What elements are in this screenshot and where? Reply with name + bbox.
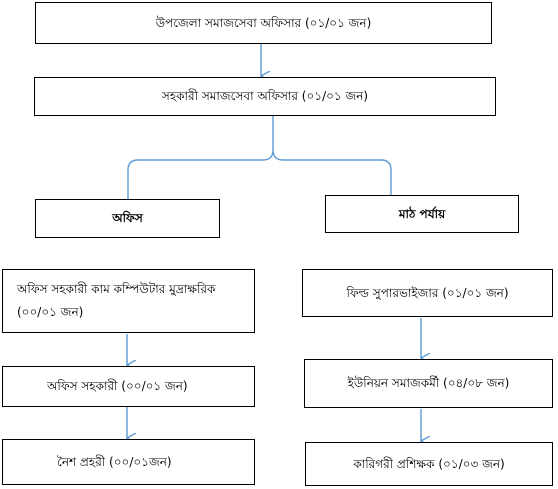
union-social-worker-label: ইউনিয়ন সমাজকর্মী (০৪/০৮ জন)	[347, 376, 510, 391]
branch-connector	[127, 116, 392, 200]
office-box: অফিস	[35, 199, 220, 238]
assistant-officer-box: সহকারী সমাজসেবা অফিসার (০১/০১ জন)	[34, 77, 496, 116]
office-assistant-box: অফিস সহকারী (০০/০১ জন)	[2, 366, 255, 407]
office-assistant-computer-box: অফিস সহকারী কাম কম্পিউটার মুদ্রাক্ষরিক (…	[2, 269, 255, 333]
upazila-officer-label: উপজেলা সমাজসেবা অফিসার (০১/০১ জন)	[155, 15, 372, 30]
field-level-box: মাঠ পর্যায়	[325, 195, 519, 233]
office-assistant-computer-label: অফিস সহকারী কাম কম্পিউটার মুদ্রাক্ষরিক	[17, 282, 216, 297]
union-social-worker-box: ইউনিয়ন সমাজকর্মী (০৪/০৮ জন)	[304, 359, 553, 408]
field-supervisor-box: ফিল্ড সুপারভাইজার (০১/০১ জন)	[302, 269, 553, 317]
assistant-officer-label: সহকারী সমাজসেবা অফিসার (০১/০১ জন)	[161, 89, 369, 104]
office-assistant-label: অফিস সহকারী (০০/০১ জন)	[47, 379, 188, 394]
night-guard-label: নৈশ প্রহরী (০০/০১জন)	[57, 454, 172, 469]
technical-trainer-box: কারিগরী প্রশিক্ষক (০১/০৩ জন)	[305, 442, 553, 486]
office-label: অফিস	[112, 211, 143, 226]
field-level-label: মাঠ পর্যায়	[398, 206, 446, 221]
upazila-officer-box: উপজেলা সমাজসেবা অফিসার (০১/০১ জন)	[35, 2, 492, 44]
field-supervisor-label: ফিল্ড সুপারভাইজার (০১/০১ জন)	[346, 285, 509, 300]
office-assistant-computer-count: (০০/০১ জন)	[17, 305, 84, 319]
technical-trainer-label: কারিগরী প্রশিক্ষক (০১/০৩ জন)	[353, 456, 505, 471]
night-guard-box: নৈশ প্রহরী (০০/০১জন)	[2, 439, 255, 485]
